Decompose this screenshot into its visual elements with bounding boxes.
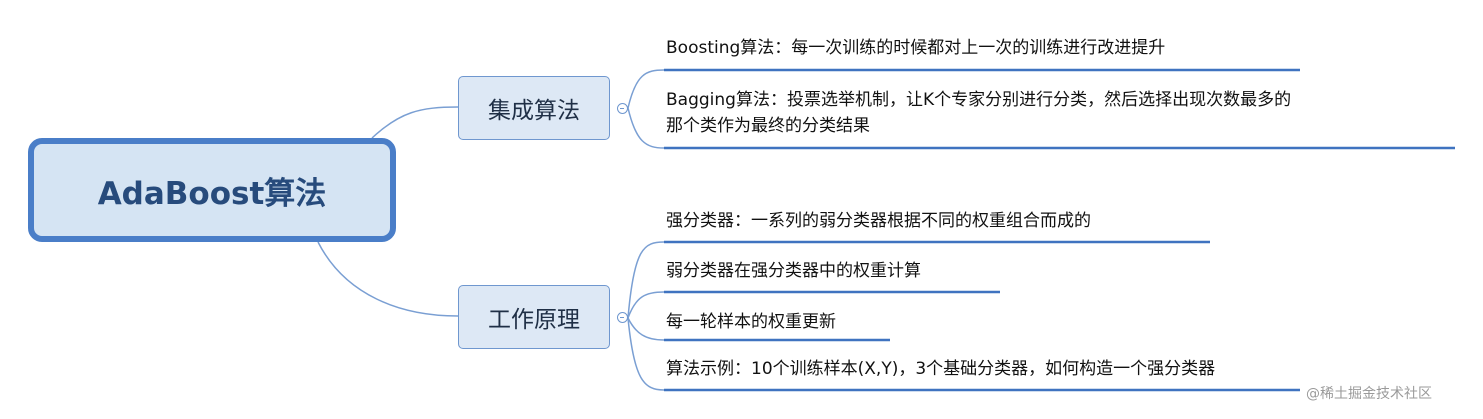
branch-topic-label: 工作原理	[488, 307, 580, 333]
leaf-topic-text: Bagging算法：投票选举机制，让K个专家分别进行分类，然后选择出现次数最多的	[666, 90, 1292, 110]
leaf-topic-boosting[interactable]: Boosting算法：每一次训练的时候都对上一次的训练进行改进提升	[666, 35, 1165, 61]
connector-branch2-leaf1	[627, 241, 665, 319]
leaf-topic-text: 算法示例：10个训练样本(X,Y)，3个基础分类器，如何构造一个强分类器	[666, 359, 1216, 379]
branch-topic-principle[interactable]: 工作原理	[458, 285, 610, 349]
connector-branch2-leaf3	[627, 317, 665, 341]
leaf-topic-strong-classifier[interactable]: 强分类器：一系列的弱分类器根据不同的权重组合而成的	[666, 208, 1091, 234]
collapse-toggle-icon[interactable]	[617, 312, 628, 323]
root-topic[interactable]: AdaBoost算法	[28, 138, 396, 242]
leaf-topic-text: 强分类器：一系列的弱分类器根据不同的权重组合而成的	[666, 211, 1091, 231]
branch-topic-ensemble[interactable]: 集成算法	[458, 76, 610, 140]
connector-root-branch2	[317, 241, 459, 317]
leaf-topic-weak-weight[interactable]: 弱分类器在强分类器中的权重计算	[666, 258, 921, 284]
connector-branch1-leaf1	[627, 69, 665, 109]
watermark: @稀土掘金技术社区	[1306, 386, 1432, 402]
root-topic-label: AdaBoost算法	[97, 175, 327, 212]
leaf-topic-bagging[interactable]: Bagging算法：投票选举机制，让K个专家分别进行分类，然后选择出现次数最多的…	[666, 87, 1291, 139]
leaf-topic-example[interactable]: 算法示例：10个训练样本(X,Y)，3个基础分类器，如何构造一个强分类器	[666, 356, 1215, 382]
leaf-topic-sample-weight[interactable]: 每一轮样本的权重更新	[666, 309, 836, 335]
connector-branch2-leaf4	[627, 317, 665, 391]
leaf-topic-text: 弱分类器在强分类器中的权重计算	[666, 261, 921, 281]
leaf-topic-text: 每一轮样本的权重更新	[666, 312, 836, 332]
connector-branch1-leaf2	[627, 107, 665, 149]
branch-topic-label: 集成算法	[488, 98, 580, 124]
connector-root-branch1	[371, 106, 459, 139]
connector-branch2-leaf2	[627, 291, 665, 319]
leaf-topic-text: Boosting算法：每一次训练的时候都对上一次的训练进行改进提升	[666, 38, 1166, 58]
collapse-toggle-icon[interactable]	[617, 103, 628, 114]
leaf-topic-text: 那个类作为最终的分类结果	[666, 116, 870, 136]
